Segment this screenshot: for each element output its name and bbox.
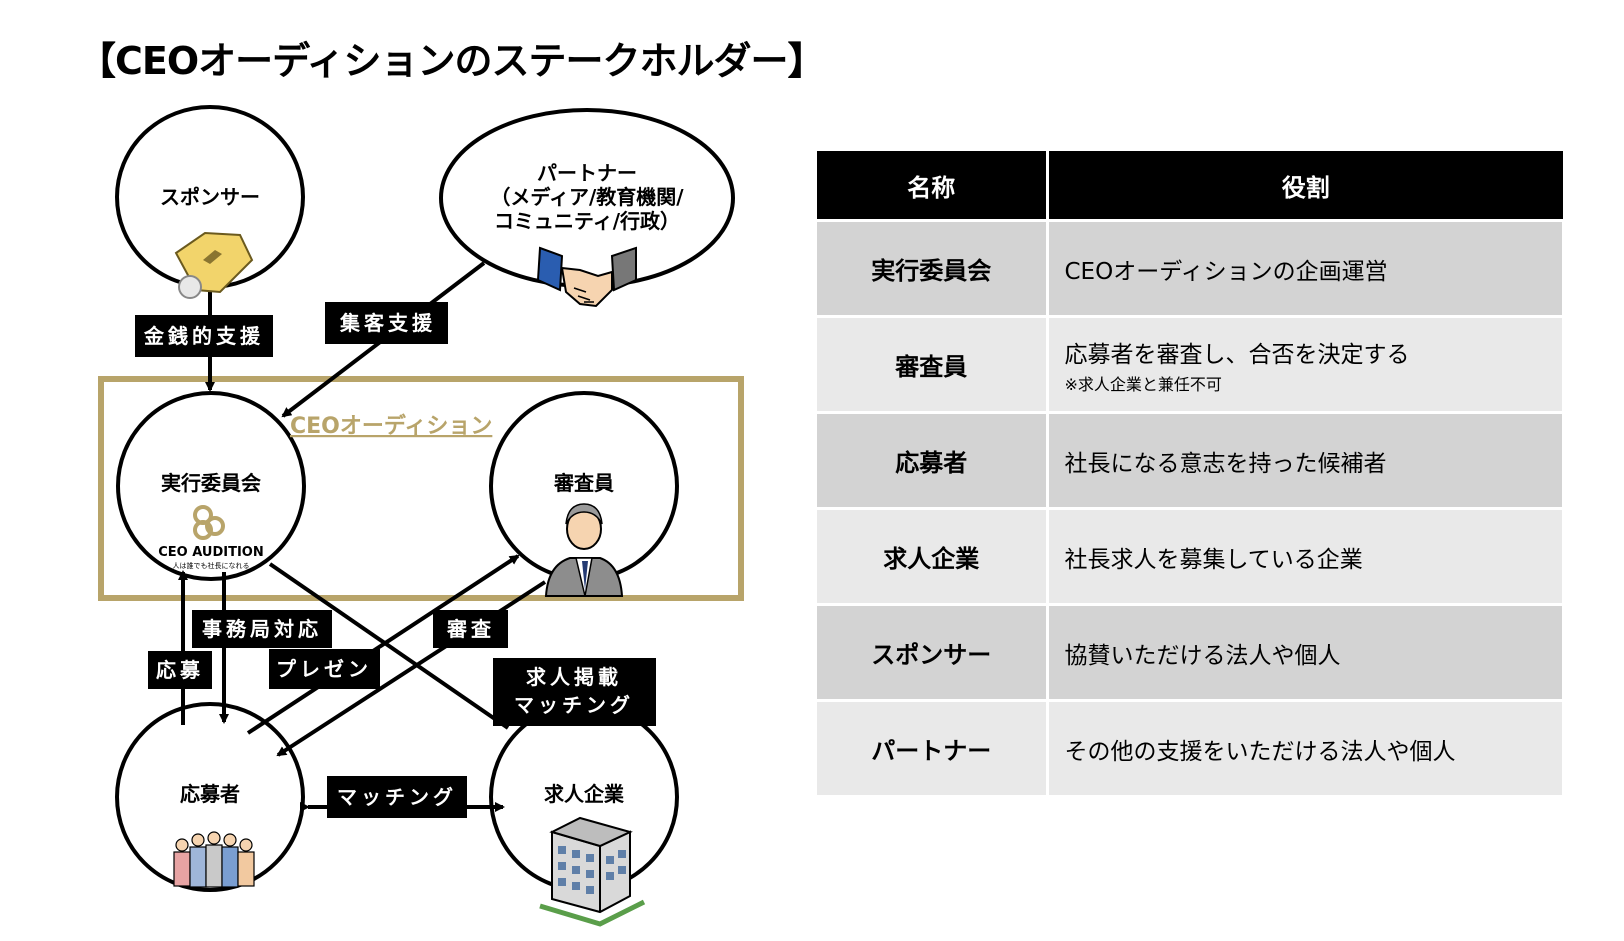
- svg-text:集客支援: 集客支援: [339, 311, 436, 335]
- ceo-audition-frame-label: CEOオーディション: [290, 413, 492, 439]
- tag-financial-support: 金銭的支援: [135, 315, 273, 357]
- row-role: その他の支援をいただける法人や個人: [1047, 700, 1565, 798]
- svg-text:マッチング: マッチング: [337, 785, 457, 809]
- sponsor-label: スポンサー: [160, 185, 260, 209]
- row-role: 社長になる意志を持った候補者: [1047, 412, 1565, 510]
- company-label: 求人企業: [544, 782, 625, 806]
- tag-secretariat: 事務局対応: [192, 610, 332, 648]
- row-role-note: ※求人企業と兼任不可: [1064, 374, 1222, 394]
- table-row: 実行委員会 CEOオーディションの企画運営: [817, 220, 1565, 318]
- table-row: 審査員 応募者を審査し、合否を決定する ※求人企業と兼任不可: [817, 316, 1565, 414]
- roles-table-header: 名称 役割: [817, 151, 1563, 222]
- handshake-icon: [536, 246, 637, 308]
- row-role: 協賛いただける法人や個人: [1047, 604, 1565, 702]
- roles-table: 名称 役割 実行委員会 CEOオーディションの企画運営 審査員 応募者を審査し、…: [817, 151, 1565, 798]
- row-role: 応募者を審査し、合否を決定する ※求人企業と兼任不可: [1047, 316, 1565, 414]
- row-role-text: CEOオーディションの企画運営: [1064, 258, 1388, 285]
- row-role-text: 社長求人を募集している企業: [1064, 546, 1363, 573]
- svg-text:金銭的支援: 金銭的支援: [143, 324, 264, 348]
- ceo-audition-frame: [98, 376, 744, 601]
- judge-label: 審査員: [553, 471, 614, 495]
- tag-matching: マッチング: [327, 776, 467, 818]
- businessman-icon: [544, 503, 624, 597]
- arrow-applicant-to-judge: [246, 554, 520, 735]
- partner-label-line3: コミュニティ/行政）: [494, 209, 680, 233]
- svg-text:求人掲載: 求人掲載: [526, 665, 622, 689]
- tag-job-posting: 求人掲載 マッチング: [493, 658, 656, 726]
- tag-apply: 応募: [148, 651, 212, 689]
- tag-review: 審査: [433, 610, 508, 648]
- row-role-text: 協賛いただける法人や個人: [1064, 642, 1341, 669]
- table-row: スポンサー 協賛いただける法人や個人: [817, 604, 1565, 702]
- applicant-label: 応募者: [180, 782, 240, 806]
- logo-text: CEO AUDITION: [158, 545, 263, 560]
- committee-node: [116, 391, 306, 581]
- svg-text:審査: 審査: [446, 617, 495, 641]
- row-name: スポンサー: [817, 604, 1049, 702]
- applicant-node: [115, 702, 305, 892]
- row-role-text: 社長になる意志を持った候補者: [1064, 450, 1387, 477]
- row-name: 実行委員会: [817, 220, 1049, 318]
- office-building-icon: [539, 816, 646, 927]
- row-name: 審査員: [817, 316, 1049, 414]
- svg-text:事務局対応: 事務局対応: [202, 617, 322, 641]
- row-role: 社長求人を募集している企業: [1047, 508, 1565, 606]
- coin-hand-icon: [174, 231, 254, 299]
- ceo-audition-logo: CEO AUDITION 人は誰でも社長になれる: [158, 505, 264, 570]
- line-committee-to-company: [268, 562, 510, 730]
- row-name: パートナー: [817, 700, 1049, 798]
- svg-text:応募: 応募: [156, 658, 204, 682]
- stakeholder-diagram: CEOオーディション スポンサー パートナー （メディア/教育機関/ コミュニテ…: [98, 105, 744, 927]
- row-name: 求人企業: [817, 508, 1049, 606]
- svg-text:マッチング: マッチング: [514, 693, 634, 717]
- partner-label-line2: （メディア/教育機関/: [490, 185, 684, 209]
- table-row: 応募者 社長になる意志を持った候補者: [817, 412, 1565, 510]
- table-row: 求人企業 社長求人を募集している企業: [817, 508, 1565, 606]
- row-role-text: その他の支援をいただける法人や個人: [1064, 738, 1456, 765]
- page-title: 【CEOオーディションのステークホルダー】: [78, 39, 825, 83]
- table-row: パートナー その他の支援をいただける法人や個人: [817, 700, 1565, 798]
- partner-label-line1: パートナー: [537, 161, 637, 185]
- header-name: 名称: [817, 151, 1049, 222]
- row-role: CEOオーディションの企画運営: [1047, 220, 1565, 318]
- people-group-icon: [173, 831, 255, 888]
- logo-tagline: 人は誰でも社長になれる: [173, 561, 250, 570]
- row-name: 応募者: [817, 412, 1049, 510]
- committee-label: 実行委員会: [161, 471, 261, 495]
- tag-presentation: プレゼン: [269, 649, 380, 689]
- svg-text:プレゼン: プレゼン: [276, 657, 372, 681]
- header-role: 役割: [1047, 151, 1563, 222]
- row-role-text: 応募者を審査し、合否を決定する: [1064, 341, 1410, 368]
- tag-customer-support: 集客支援: [325, 302, 448, 344]
